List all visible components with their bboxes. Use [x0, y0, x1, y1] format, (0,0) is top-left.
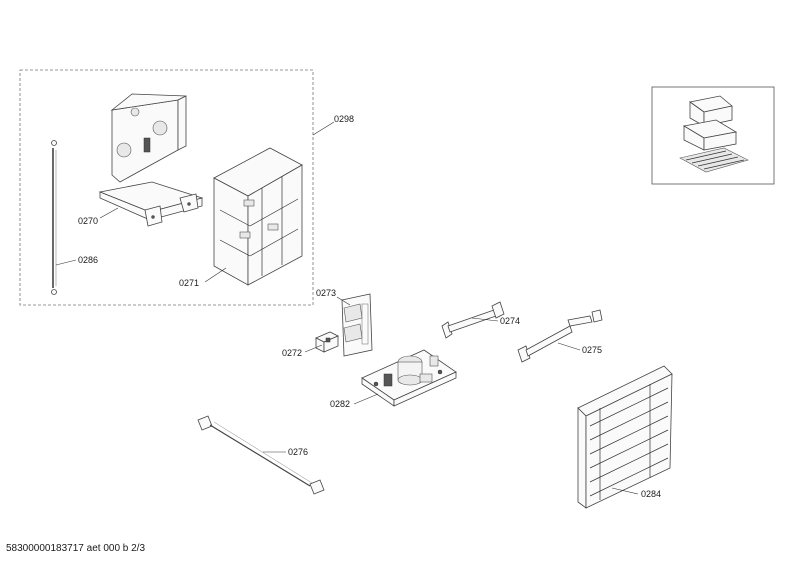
- label-0298: 0298: [334, 114, 354, 124]
- leader-lines: [55, 121, 639, 495]
- label-0270: 0270: [78, 216, 98, 226]
- part-0274-ribbon-cable: [441, 301, 505, 339]
- part-0276-cable: [197, 415, 325, 495]
- part-0275-cable: [517, 309, 603, 363]
- label-0282: 0282: [330, 399, 350, 409]
- label-0284: 0284: [641, 489, 661, 499]
- label-0276: 0276: [288, 447, 308, 457]
- part-0271-frame: [213, 147, 303, 286]
- label-0271: 0271: [179, 278, 199, 288]
- label-0275: 0275: [582, 345, 602, 355]
- label-0286: 0286: [78, 255, 98, 265]
- document-id-footer: 58300000183717 aet 000 b 2/3: [6, 543, 146, 554]
- part-0273-relay-board: [341, 293, 373, 357]
- part-0284-grid-panel: [577, 365, 673, 509]
- label-0272: 0272: [282, 348, 302, 358]
- part-0272-connector: [315, 331, 339, 353]
- assembly-group-box: [19, 69, 314, 306]
- label-0274: 0274: [500, 316, 520, 326]
- label-0273: 0273: [316, 288, 336, 298]
- part-0286-wire: [51, 140, 57, 295]
- overview-thumbnail: [651, 86, 775, 185]
- part-0282-power-board: [361, 349, 457, 407]
- part-0270-bracket: [98, 93, 204, 227]
